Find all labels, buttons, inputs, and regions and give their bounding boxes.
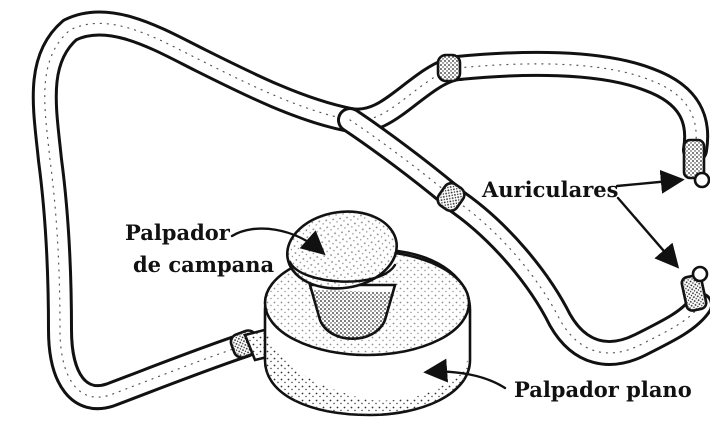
earpiece-upper — [684, 140, 709, 187]
label-earpieces: Auriculares — [481, 177, 619, 202]
arrow-earpiece-lower — [618, 198, 676, 265]
arrow-earpiece-upper — [617, 180, 680, 186]
svg-text:Palpador: Palpador — [125, 220, 231, 245]
svg-text:de campana: de campana — [133, 252, 275, 277]
label-diaphragm-chestpiece: Palpador plano — [514, 377, 692, 402]
